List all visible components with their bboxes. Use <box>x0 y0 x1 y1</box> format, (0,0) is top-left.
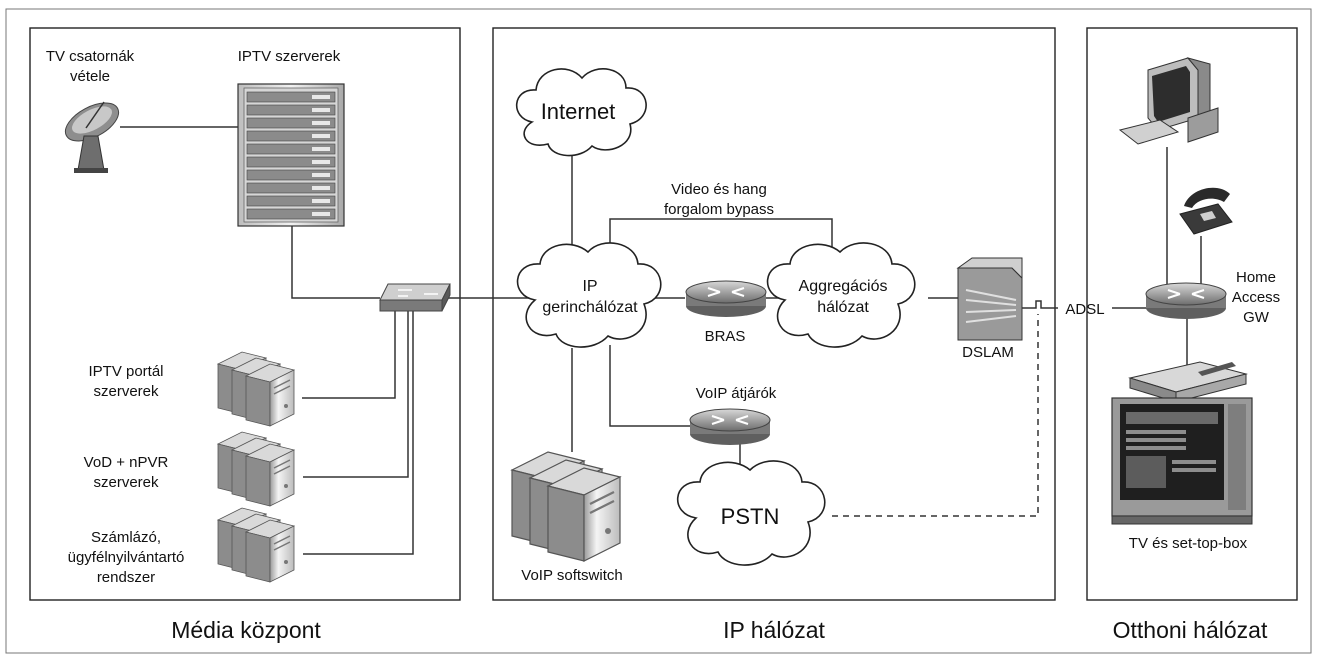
bras-router-icon <box>685 280 767 318</box>
pstn-cloud <box>676 460 826 566</box>
iptv-server-rack-icon <box>237 83 345 227</box>
home-gw-label-line1: Home <box>1236 269 1276 286</box>
home-gw-label-line3: GW <box>1243 309 1270 326</box>
voip-softswitch-label: VoIP softswitch <box>521 567 622 584</box>
billing-label-line3: rendszer <box>97 569 155 586</box>
billing-label-line2: ügyfélnyilvántartó <box>68 549 185 566</box>
iptv-portal-label-line2: szerverek <box>93 383 159 400</box>
iptv-portal-label-line1: IPTV portál <box>88 363 163 380</box>
billing-server-icon <box>218 508 294 582</box>
home-panel-frame <box>1086 27 1298 601</box>
outer-frame <box>5 8 1312 654</box>
iptv-servers-label: IPTV szerverek <box>238 48 341 65</box>
voip-gateway-label: VoIP átjárók <box>696 385 777 402</box>
tv-channels-label-line1: TV csatornák <box>46 48 135 65</box>
billing-label-line1: Számlázó, <box>91 529 161 546</box>
switch-icon <box>379 283 451 312</box>
internet-cloud <box>515 68 647 157</box>
aggregation-cloud <box>766 242 916 348</box>
satellite-dish-icon <box>64 101 120 173</box>
ip-core-cloud <box>516 242 662 348</box>
iptv-portal-server-icon <box>218 352 294 426</box>
ip-panel-title: IP hálózat <box>723 617 825 643</box>
vod-server-icon <box>218 432 294 506</box>
internet-label: Internet <box>541 99 616 124</box>
tv-stb-label: TV és set-top-box <box>1129 535 1248 552</box>
voip-softswitch-server-icon <box>510 450 622 563</box>
bras-label: BRAS <box>705 328 746 345</box>
adsl-label: ADSL <box>1065 301 1104 318</box>
media-panel-title: Média központ <box>171 617 321 643</box>
aggregation-label-line1: Aggregációs <box>799 278 888 295</box>
bypass-label-line2: forgalom bypass <box>664 201 774 218</box>
ip-panel-frame <box>492 27 1056 601</box>
aggregation-label-line2: hálózat <box>817 299 869 316</box>
tv-channels-label-line2: vétele <box>70 68 110 85</box>
dslam-label: DSLAM <box>962 344 1014 361</box>
connection-lines <box>120 126 1202 555</box>
pstn-label: PSTN <box>721 504 780 529</box>
bypass-label-line1: Video és hang <box>671 181 767 198</box>
home-panel-title: Otthoni hálózat <box>1113 617 1268 643</box>
vod-label-line2: szerverek <box>93 474 159 491</box>
home-gateway-router-icon <box>1145 282 1227 320</box>
ip-core-label-line1: IP <box>582 278 597 295</box>
ip-core-label-line2: gerinchálózat <box>542 299 638 316</box>
home-gw-label-line2: Access <box>1232 289 1280 306</box>
desktop-computer-icon <box>1118 57 1219 145</box>
tv-set-top-box-icon <box>1111 361 1253 525</box>
voip-gateway-router-icon <box>689 408 771 446</box>
vod-label-line1: VoD + nPVR <box>84 454 169 471</box>
telephone-icon <box>1179 187 1233 235</box>
dslam-icon <box>956 257 1023 341</box>
media-panel-frame <box>29 27 461 601</box>
